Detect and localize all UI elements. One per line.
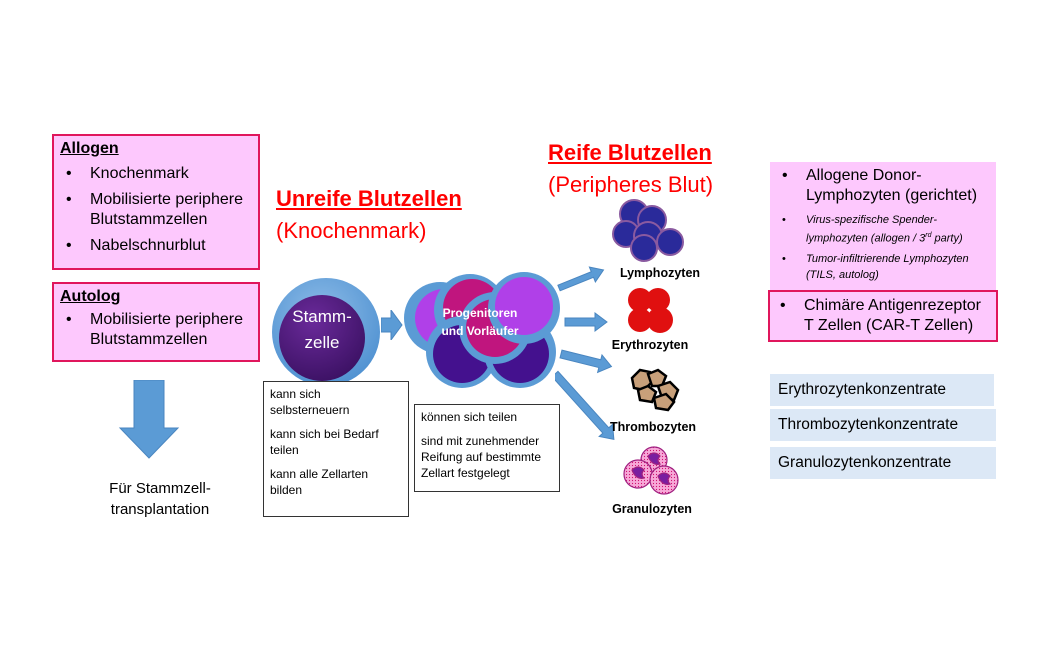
- transplant-caption-line1: Für Stammzell-: [109, 480, 211, 497]
- stem-cell-label-line1: Stamm-: [292, 307, 352, 326]
- therapy-item: Virus-spezifische Spender-lymphozyten (a…: [776, 212, 990, 247]
- stem-note: kann sich selbsterneuern: [270, 387, 350, 417]
- stem-cell-label: Stamm- zelle: [276, 304, 368, 356]
- lymphocyte-therapies-box: Allogene Donor-Lymphozyten (gerichtet) V…: [770, 162, 996, 290]
- concentrate-thrombocytes: Thrombozytenkonzentrate: [770, 409, 996, 441]
- arrow-to-thrombocytes-icon: [559, 349, 613, 374]
- mature-title: Reife Blutzellen: [548, 140, 712, 165]
- granulocyte-cluster-icon: [623, 446, 679, 495]
- therapy-item-text: Virus-spezifische Spender-lymphozyten (a…: [806, 214, 938, 245]
- therapy-item-after: party): [931, 232, 963, 245]
- car-t-box: Chimäre Antigenrezeptor T Zellen (CAR-T …: [768, 290, 998, 342]
- autolog-item: Mobilisierte periphere Blutstammzellen: [60, 310, 252, 350]
- erythrocytes-label: Erythrozyten: [611, 338, 689, 352]
- arrow-to-lymphocytes-icon: [557, 266, 605, 292]
- stem-cell-label-line2: zelle: [304, 333, 340, 352]
- arrow-to-granulocytes-icon: [555, 370, 615, 441]
- stem-note: kann alle Zellarten bilden: [270, 467, 369, 497]
- car-t-item: Chimäre Antigenrezeptor T Zellen (CAR-T …: [774, 296, 992, 336]
- allogen-item: Mobilisierte periphere Blutstammzellen: [60, 190, 252, 230]
- transplant-caption-line2: transplantation: [110, 501, 210, 518]
- lymphocyte-therapies-list: Allogene Donor-Lymphozyten (gerichtet) V…: [776, 166, 990, 283]
- autolog-title: Autolog: [60, 288, 121, 305]
- concentrate-granulocytes: Granulozytenkonzentrate: [770, 447, 996, 479]
- car-t-list: Chimäre Antigenrezeptor T Zellen (CAR-T …: [774, 296, 992, 336]
- right-arrow-icon: [381, 310, 403, 340]
- granulocytes-label: Granulozyten: [612, 502, 692, 516]
- progenitor-note: können sich teilen: [421, 410, 518, 424]
- progenitor-label-line1: Progenitoren: [442, 306, 518, 320]
- therapy-item: Allogene Donor-Lymphozyten (gerichtet): [776, 166, 990, 206]
- arrow-to-erythrocytes-icon: [564, 312, 608, 332]
- autolog-box: Autolog Mobilisierte periphere Blutstamm…: [52, 282, 260, 362]
- immature-title: Unreife Blutzellen: [276, 186, 462, 211]
- allogen-item: Knochenmark: [60, 164, 252, 184]
- stem-cell-notes: kann sich selbsterneuern kann sich bei B…: [263, 381, 409, 517]
- down-arrow-icon: [118, 380, 180, 459]
- transplant-caption: Für Stammzell- transplantation: [60, 478, 260, 520]
- lymphocytes-label: Lymphozyten: [619, 266, 701, 280]
- lymphocyte-cluster-icon: [612, 199, 684, 262]
- therapy-item-sup: rd: [925, 232, 932, 239]
- autolog-list: Mobilisierte periphere Blutstammzellen: [60, 310, 252, 350]
- stem-cell-icon: [272, 278, 380, 386]
- immature-subtitle: (Knochenmark): [276, 218, 427, 243]
- allogen-box: Allogen Knochenmark Mobilisierte periphe…: [52, 134, 260, 270]
- mature-subtitle: (Peripheres Blut): [548, 172, 714, 197]
- erythrocyte-cluster-icon: [628, 288, 673, 333]
- allogen-item: Nabelschnurblut: [60, 236, 252, 256]
- maturation-arrows: [555, 266, 615, 441]
- progenitor-note: sind mit zunehmender Reifung auf bestimm…: [421, 434, 542, 480]
- progenitor-notes: können sich teilen sind mit zunehmender …: [414, 404, 560, 492]
- allogen-list: Knochenmark Mobilisierte periphere Bluts…: [60, 164, 252, 256]
- stem-note: kann sich bei Bedarf teilen: [270, 427, 379, 457]
- platelet-cluster-icon: [630, 368, 680, 412]
- thrombocytes-label: Thrombozyten: [609, 420, 697, 434]
- progenitor-label-line2: und Vorläufer: [441, 324, 519, 338]
- progenitor-cluster-icon: [404, 272, 560, 388]
- progenitor-label: Progenitoren und Vorläufer: [420, 304, 540, 340]
- therapy-item: Tumor-infiltrierende Lymphozyten (TILS, …: [776, 251, 990, 283]
- allogen-title: Allogen: [60, 140, 119, 157]
- concentrate-erythrocytes: Erythrozytenkonzentrate: [770, 374, 994, 406]
